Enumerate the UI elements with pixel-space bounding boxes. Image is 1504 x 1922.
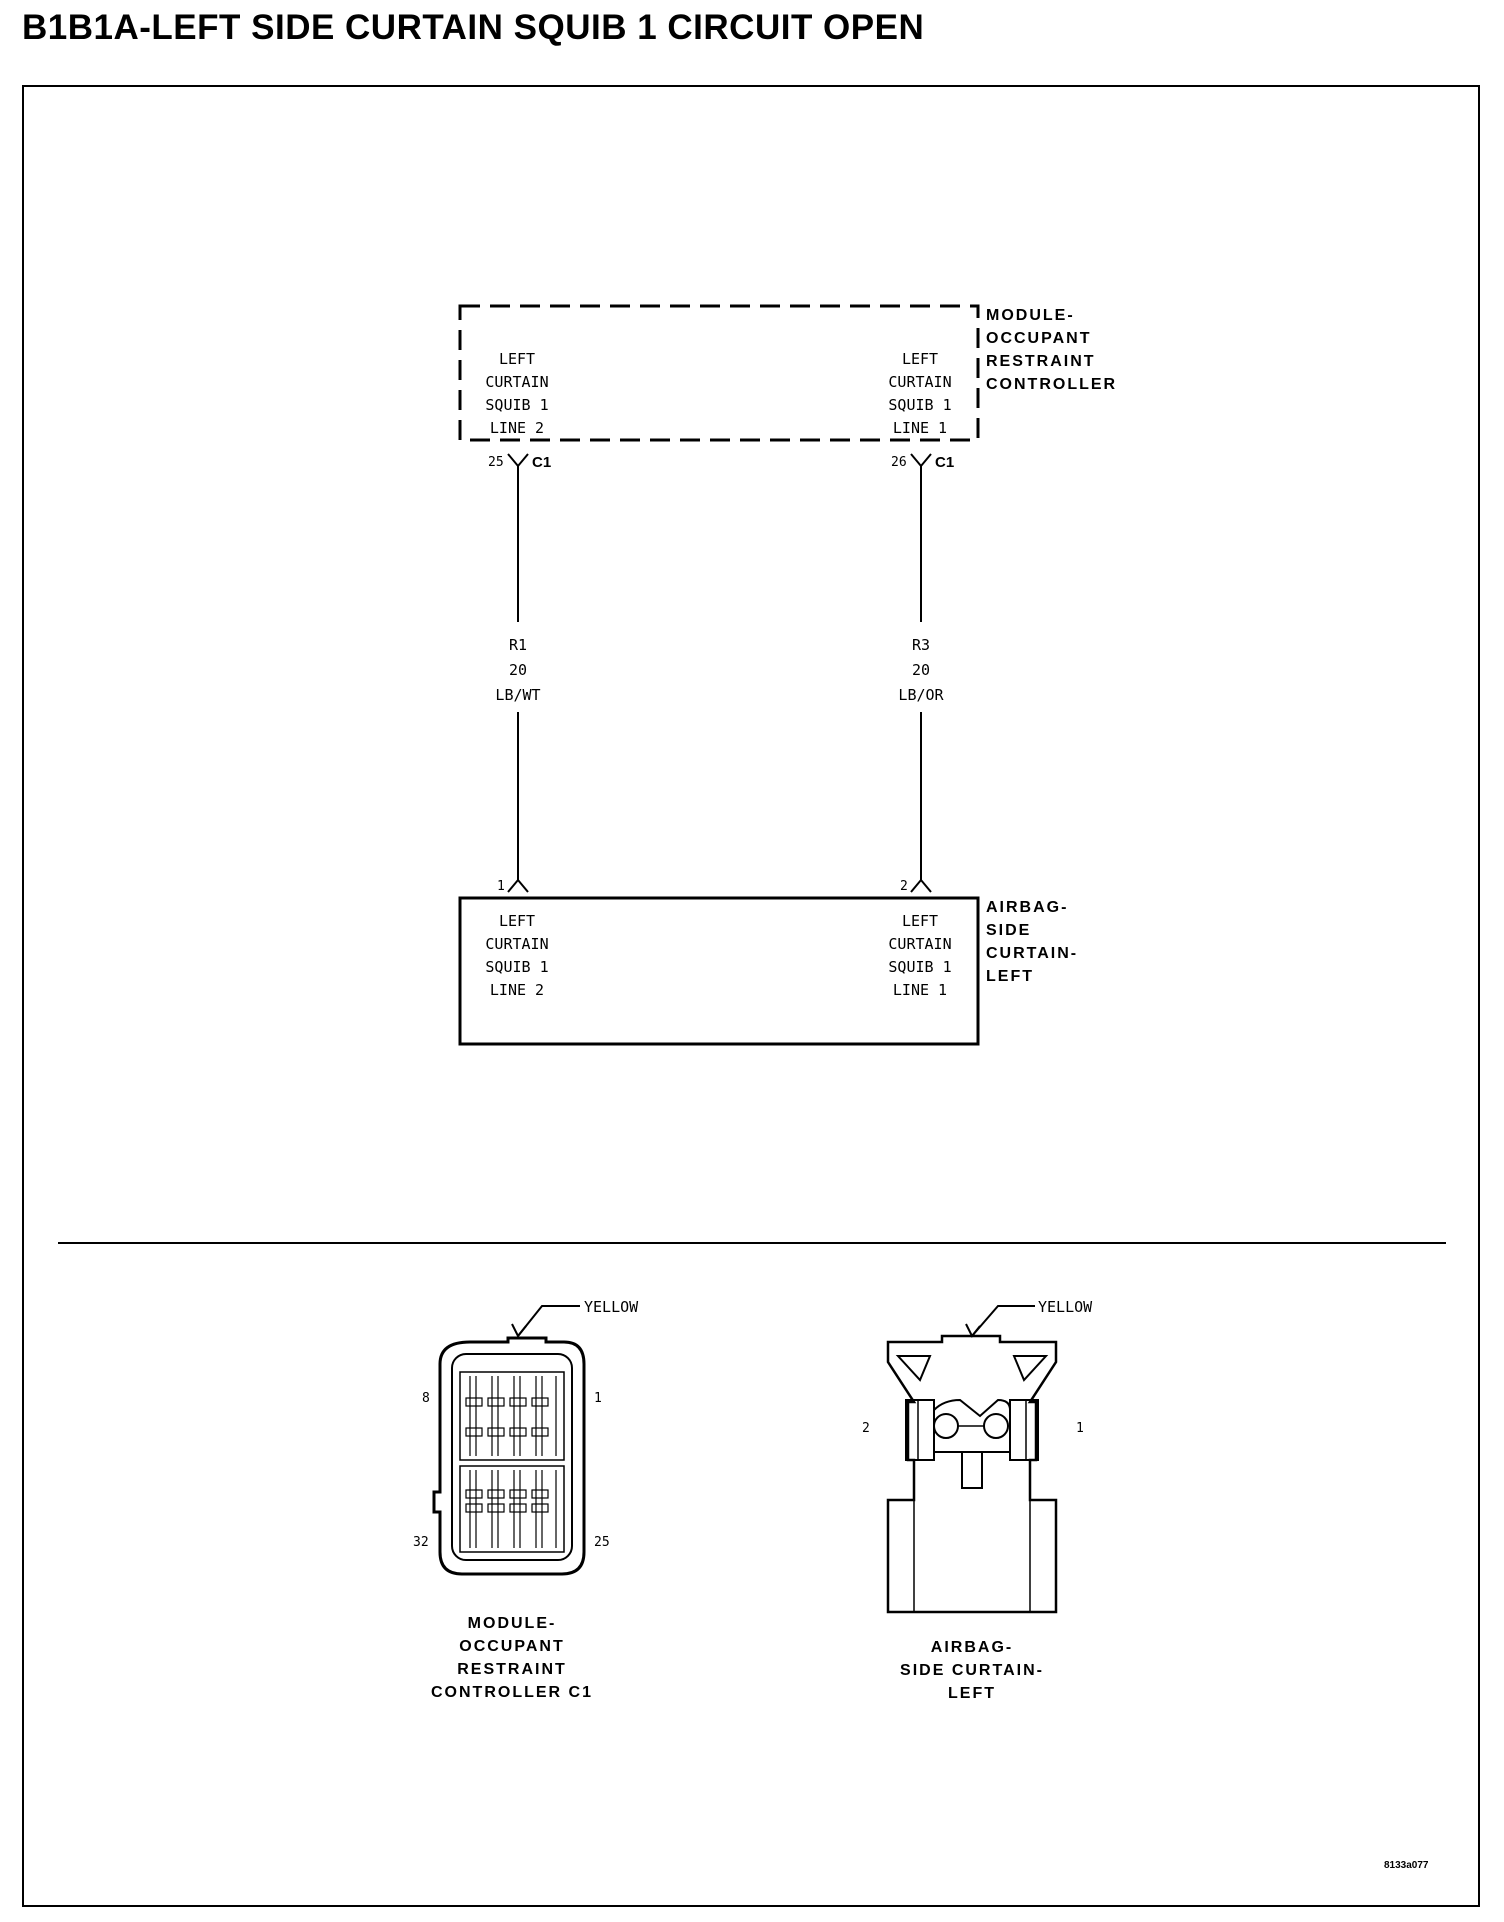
airbag-label-right: LEFT CURTAIN SQUIB 1 LINE 1 bbox=[888, 912, 951, 999]
module-c1-pin-1-label: 1 bbox=[594, 1391, 602, 1406]
wire-left-label: R1 20 LB/WT bbox=[495, 636, 540, 704]
airbag-left-line-1: LEFT bbox=[499, 912, 535, 930]
airbag-name: AIRBAG- SIDE CURTAIN- LEFT bbox=[986, 899, 1078, 985]
module-pin-25: 25 C1 bbox=[488, 453, 551, 471]
airbag-name-line-3: CURTAIN- bbox=[986, 945, 1078, 962]
wire-right-color: LB/OR bbox=[898, 686, 944, 704]
wire-left-gauge: 20 bbox=[509, 661, 527, 679]
module-pin-25-number: 25 bbox=[488, 455, 504, 470]
airbag-pin-2-number: 2 bbox=[900, 879, 908, 894]
airbag-pin-2-label: 2 bbox=[862, 1421, 870, 1436]
module-name: MODULE- OCCUPANT RESTRAINT CONTROLLER bbox=[986, 307, 1117, 393]
diagram-frame bbox=[22, 85, 1480, 1907]
airbag-pin-1-number: 1 bbox=[497, 879, 505, 894]
airbag-left-line-4: LINE 2 bbox=[490, 981, 544, 999]
module-box bbox=[458, 304, 980, 442]
airbag-caption-line-3: LEFT bbox=[948, 1685, 996, 1702]
module-c1-caption: MODULE- OCCUPANT RESTRAINT CONTROLLER C1 bbox=[431, 1615, 593, 1701]
wire-left-circuit: R1 bbox=[509, 636, 527, 654]
airbag-pin-2: 2 bbox=[900, 878, 932, 894]
module-name-line-4: CONTROLLER bbox=[986, 376, 1117, 393]
airbag-right-line-2: CURTAIN bbox=[888, 935, 951, 953]
airbag-box bbox=[458, 896, 980, 1046]
airbag-right-line-1: LEFT bbox=[902, 912, 938, 930]
airbag-pin-1-label: 1 bbox=[1076, 1421, 1084, 1436]
module-c1-caption-line-4: CONTROLLER C1 bbox=[431, 1684, 593, 1701]
module-pin-25-connector: C1 bbox=[532, 454, 551, 471]
module-c1-outline bbox=[432, 1336, 586, 1576]
airbag-name-line-2: SIDE bbox=[986, 922, 1031, 939]
module-right-line-1: LEFT bbox=[902, 350, 938, 368]
airbag-color-label: YELLOW bbox=[1038, 1298, 1093, 1316]
module-right-line-2: CURTAIN bbox=[888, 373, 951, 391]
module-right-line-4: LINE 1 bbox=[893, 419, 947, 437]
module-label-right: LEFT CURTAIN SQUIB 1 LINE 1 bbox=[888, 350, 951, 437]
module-name-line-1: MODULE- bbox=[986, 307, 1075, 324]
module-pin-26-number: 26 bbox=[891, 455, 907, 470]
airbag-caption: AIRBAG- SIDE CURTAIN- LEFT bbox=[900, 1639, 1044, 1702]
airbag-name-line-1: AIRBAG- bbox=[986, 899, 1068, 916]
airbag-name-line-4: LEFT bbox=[986, 968, 1034, 985]
page-title: B1B1A-LEFT SIDE CURTAIN SQUIB 1 CIRCUIT … bbox=[22, 8, 925, 47]
module-c1-pin-25-label: 25 bbox=[594, 1535, 610, 1550]
airbag-caption-line-2: SIDE CURTAIN- bbox=[900, 1662, 1044, 1679]
airbag-right-line-3: SQUIB 1 bbox=[888, 958, 951, 976]
module-left-line-3: SQUIB 1 bbox=[485, 396, 548, 414]
wire-right-label: R3 20 LB/OR bbox=[898, 636, 944, 704]
airbag-label-left: LEFT CURTAIN SQUIB 1 LINE 2 bbox=[485, 912, 548, 999]
wire-right-circuit: R3 bbox=[912, 636, 930, 654]
module-left-line-2: CURTAIN bbox=[485, 373, 548, 391]
module-c1-color-leader bbox=[517, 1305, 580, 1337]
module-pin-26: 26 C1 bbox=[891, 453, 954, 471]
module-right-line-3: SQUIB 1 bbox=[888, 396, 951, 414]
airbag-right-line-4: LINE 1 bbox=[893, 981, 947, 999]
airbag-pin-1: 1 bbox=[497, 878, 529, 894]
module-left-line-4: LINE 2 bbox=[490, 419, 544, 437]
module-label-left: LEFT CURTAIN SQUIB 1 LINE 2 bbox=[485, 350, 548, 437]
module-c1-connector-view: YELLOW 8 1 32 25 bbox=[413, 1298, 639, 1701]
airbag-connector-outline bbox=[886, 1334, 1058, 1614]
airbag-connector-view: YELLOW 2 1 AIRBAG- SIDE CURTAIN- LEFT bbox=[862, 1298, 1093, 1702]
module-name-line-2: OCCUPANT bbox=[986, 330, 1091, 347]
module-name-line-3: RESTRAINT bbox=[986, 353, 1096, 370]
module-c1-caption-line-3: RESTRAINT bbox=[457, 1661, 567, 1678]
wire-right-gauge: 20 bbox=[912, 661, 930, 679]
airbag-left-line-3: SQUIB 1 bbox=[485, 958, 548, 976]
airbag-color-leader bbox=[971, 1305, 1035, 1337]
wire-left-color: LB/WT bbox=[495, 686, 540, 704]
airbag-caption-line-1: AIRBAG- bbox=[931, 1639, 1013, 1656]
module-left-line-1: LEFT bbox=[499, 350, 535, 368]
module-c1-caption-line-2: OCCUPANT bbox=[459, 1638, 564, 1655]
module-c1-color-label: YELLOW bbox=[584, 1298, 639, 1316]
module-c1-pin-32-label: 32 bbox=[413, 1535, 429, 1550]
module-c1-pin-8-label: 8 bbox=[422, 1391, 430, 1406]
module-c1-caption-line-1: MODULE- bbox=[468, 1615, 557, 1632]
airbag-left-line-2: CURTAIN bbox=[485, 935, 548, 953]
figure-code: 8133a077 bbox=[1384, 1860, 1429, 1871]
module-pin-26-connector: C1 bbox=[935, 454, 954, 471]
